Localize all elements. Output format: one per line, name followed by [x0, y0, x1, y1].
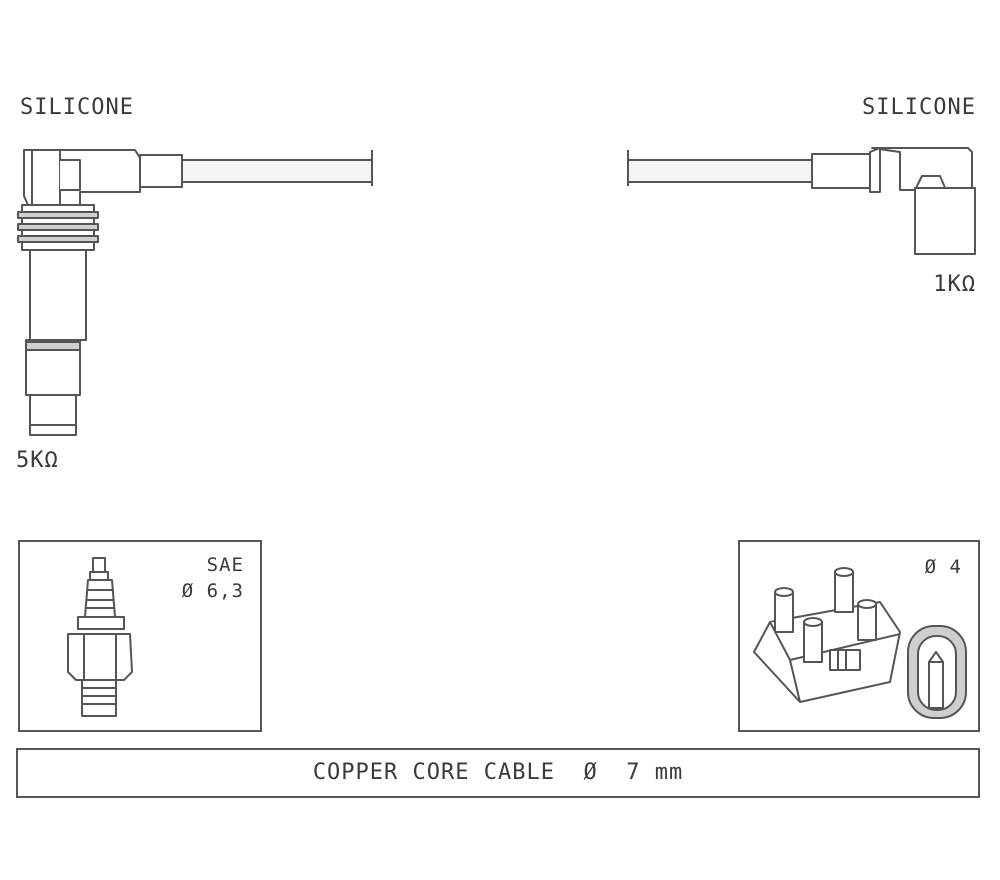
sae-label: SAE: [206, 554, 244, 576]
left-resistance-label: 5KΩ: [16, 448, 59, 473]
cable-spec-bar: COPPER CORE CABLE Ø 7 mm: [16, 748, 980, 798]
spark-plug-panel: SAE Ø 6,3: [18, 540, 262, 732]
terminal-diameter-label: Ø 6,3: [181, 580, 244, 602]
left-spark-plug-boot: [17, 149, 373, 436]
left-material-label: SILICONE: [20, 95, 134, 120]
coil-terminal-diameter-label: Ø 4: [924, 556, 962, 578]
ignition-coil-icon: [753, 567, 967, 719]
cable-spec-text: COPPER CORE CABLE Ø 7 mm: [312, 760, 684, 785]
ignition-coil-panel: Ø 4: [738, 540, 980, 732]
right-material-label: SILICONE: [862, 95, 976, 120]
right-coil-boot: [627, 147, 976, 255]
spark-plug-icon: [67, 557, 133, 717]
right-resistance-label: 1KΩ: [933, 272, 976, 297]
